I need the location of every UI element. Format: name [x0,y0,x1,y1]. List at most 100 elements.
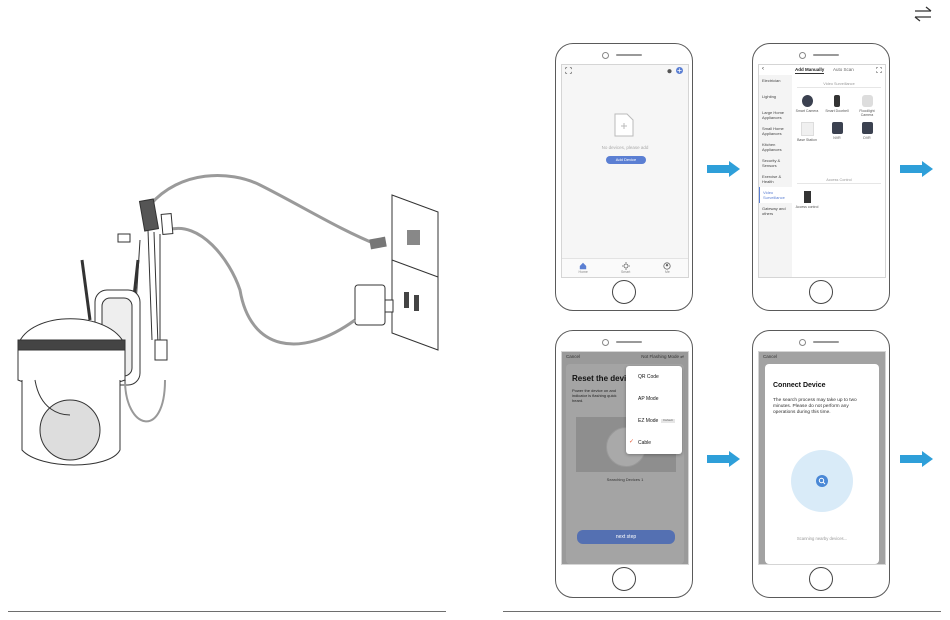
tab-me-label: Me [664,269,670,274]
scan-icon[interactable] [876,67,882,73]
device-label: Base Station [797,138,817,142]
category-exercise-health[interactable]: Exercise & Health [762,174,782,184]
device-floodlight-camera[interactable]: Floodlight Camera [855,95,879,118]
check-icon: ✓ [629,439,635,446]
power-adapter [354,284,394,326]
swap-arrows-icon[interactable] [912,6,934,22]
section-video-surveillance: Video Surveillance [797,82,881,88]
tab-add-manually[interactable]: Add Manually [795,67,825,74]
section-access-control: Access Control [797,178,881,184]
connect-title: Connect Device [773,382,826,389]
category-gateway-others[interactable]: Gateway and others [762,206,786,216]
tab-auto-scan[interactable]: Auto Scan [833,67,854,72]
phone-step-2: ‹ Add Manually Auto Scan Electrician Lig… [752,43,890,311]
menu-ez-mode[interactable]: EZ Mode Default [626,410,682,432]
connect-device-screen: Cancel Connect Device The search process… [758,351,886,565]
menu-cable[interactable]: ✓ Cable [626,432,682,454]
device-label: Smart Doorbell [825,109,849,113]
device-base-station[interactable]: Base Station [795,122,819,142]
cable-connectors [117,198,174,361]
menu-label: Cable [638,439,652,446]
scan-icon[interactable] [565,67,572,74]
device-label: Access control [795,205,819,209]
connect-card: Connect Device The search process may ta… [765,364,879,564]
tab-smart-label: Smart [620,269,631,274]
dvr-icon [861,122,873,134]
add-circle-icon[interactable] [676,67,683,74]
instruction-line: heard. [572,398,584,403]
pairing-mode-screen: Cancel Not Flashing Mode ⇌ Reset the dev… [561,351,689,565]
empty-state-text: No devices, please add [601,145,649,150]
add-device-button[interactable]: Add Device [606,156,646,164]
home-button [612,280,636,304]
device-label: Smart Camera [795,109,819,113]
category-lighting[interactable]: Lighting [762,94,777,99]
top-bar [562,65,688,75]
wall-socket-plate [391,194,439,351]
device-access-control[interactable]: Access control [795,191,819,209]
reset-instructions: Power the device on and indicator is fla… [572,388,616,403]
front-camera [799,339,806,346]
add-device-screen: ‹ Add Manually Auto Scan Electrician Lig… [758,64,886,278]
phone-step-3: Cancel Not Flashing Mode ⇌ Reset the dev… [555,330,693,598]
next-step-button[interactable]: next step [577,530,675,544]
scan-radar [791,450,853,512]
profile-icon [663,262,672,270]
category-security-sensors[interactable]: Security & Sensors [762,158,781,168]
speaker-grille [813,54,839,56]
menu-label: AP Mode [638,395,659,402]
category-kitchen-appliances[interactable]: Kitchen Appliances [762,142,782,152]
category-sidebar: Electrician Lighting Large Home Applianc… [759,75,792,277]
pairing-mode-toggle[interactable]: Not Flashing Mode ⇌ [641,354,684,359]
home-button [809,567,833,591]
floodlight-icon [861,95,873,107]
instruction-line: Power the device on and [572,388,617,393]
device-dvr[interactable]: DVR [855,122,879,140]
device-label: Floodlight Camera [859,109,875,118]
access-control-icon [803,191,811,203]
default-badge: Default [661,418,675,423]
phone-step-4: Cancel Connect Device The search process… [752,330,890,598]
menu-qr-code[interactable]: QR Code [626,366,682,388]
nvr-icon [831,122,843,134]
speaker-grille [616,341,642,343]
empty-document-icon [614,113,634,137]
phone-step-1: No devices, please add Add Device Home S… [555,43,693,311]
doorbell-icon [834,95,840,107]
menu-label: EZ Mode [638,417,659,424]
camera-icon [801,95,813,107]
tab-home[interactable]: Home [579,262,588,274]
next-arrow-icon [707,161,740,177]
category-video-surveillance[interactable]: Video Surveillance [759,187,792,203]
front-camera [602,339,609,346]
home-icon [580,262,587,270]
tab-smart[interactable]: Smart [620,261,631,274]
device-label: NVR [833,136,841,140]
scanning-status: Scanning nearby devices... [796,536,848,541]
back-chevron-icon[interactable]: ‹ [762,66,764,72]
tab-home-label: Home [578,269,588,274]
speaker-grille [813,341,839,343]
category-large-home-appliances[interactable]: Large Home Appliances [762,110,785,120]
category-small-home-appliances[interactable]: Small Home Appliances [762,126,784,136]
category-electrician[interactable]: Electrician [762,78,781,83]
cancel-link[interactable]: Cancel [566,354,581,359]
top-bar: ‹ Add Manually Auto Scan [759,65,885,75]
microphone-icon[interactable] [666,67,673,74]
device-smart-camera[interactable]: Smart Camera [795,95,819,113]
cancel-link[interactable]: Cancel [763,354,778,359]
searching-status: Searching Devices 1 [606,477,644,482]
tab-me[interactable]: Me [663,262,672,274]
instruction-line: indicator is flashing quick [572,393,617,398]
menu-ap-mode[interactable]: AP Mode [626,388,682,410]
connect-instructions: The search process may take up to two mi… [773,398,857,416]
next-arrow-icon [707,451,740,467]
device-smart-doorbell[interactable]: Smart Doorbell [825,95,849,113]
footer-divider-right [503,611,941,612]
next-arrow-icon [900,451,933,467]
device-nvr[interactable]: NVR [825,122,849,140]
pairing-mode-menu: QR Code AP Mode EZ Mode Default ✓ Cable [626,366,682,454]
home-screen: No devices, please add Add Device Home S… [561,64,689,278]
sun-icon [621,261,630,270]
bottom-tab-bar: Home Smart Me [562,258,688,277]
